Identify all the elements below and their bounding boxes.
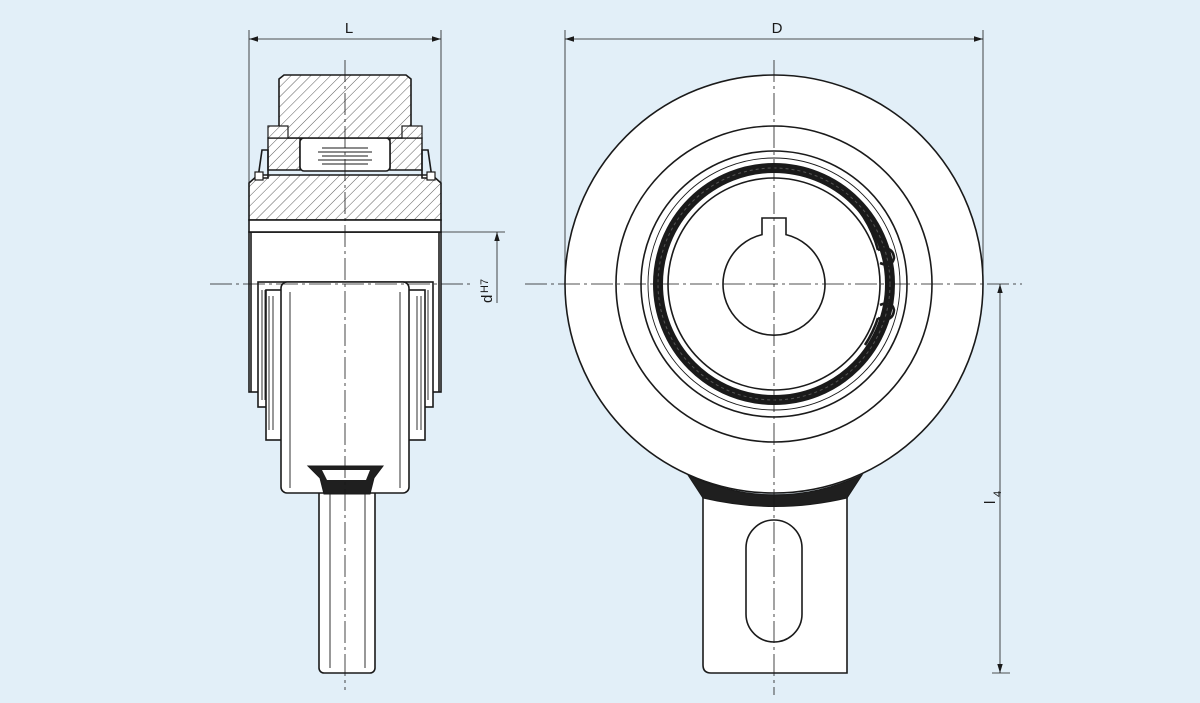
arm-length-label: l	[982, 501, 999, 504]
side-bearing-right	[389, 137, 423, 171]
front-view	[525, 60, 1022, 695]
dimension-d-H7: d H7	[441, 231, 505, 303]
side-seal-ribs	[261, 290, 429, 430]
bore-tolerance: H7	[479, 279, 491, 293]
side-bearing-left	[267, 137, 301, 171]
side-view	[210, 60, 470, 690]
dimension-L-label: L	[345, 20, 353, 37]
dimension-D-label: D	[772, 20, 783, 37]
dimension-l4: l 4	[982, 284, 1010, 674]
arm-length-subscript: 4	[992, 491, 1004, 497]
side-torque-arm	[318, 479, 376, 674]
dimension-D: D	[564, 20, 984, 284]
bore-label: d	[479, 295, 496, 303]
front-circlip	[839, 189, 896, 346]
front-arm-weld	[686, 473, 864, 507]
dimension-L: L	[248, 20, 442, 232]
